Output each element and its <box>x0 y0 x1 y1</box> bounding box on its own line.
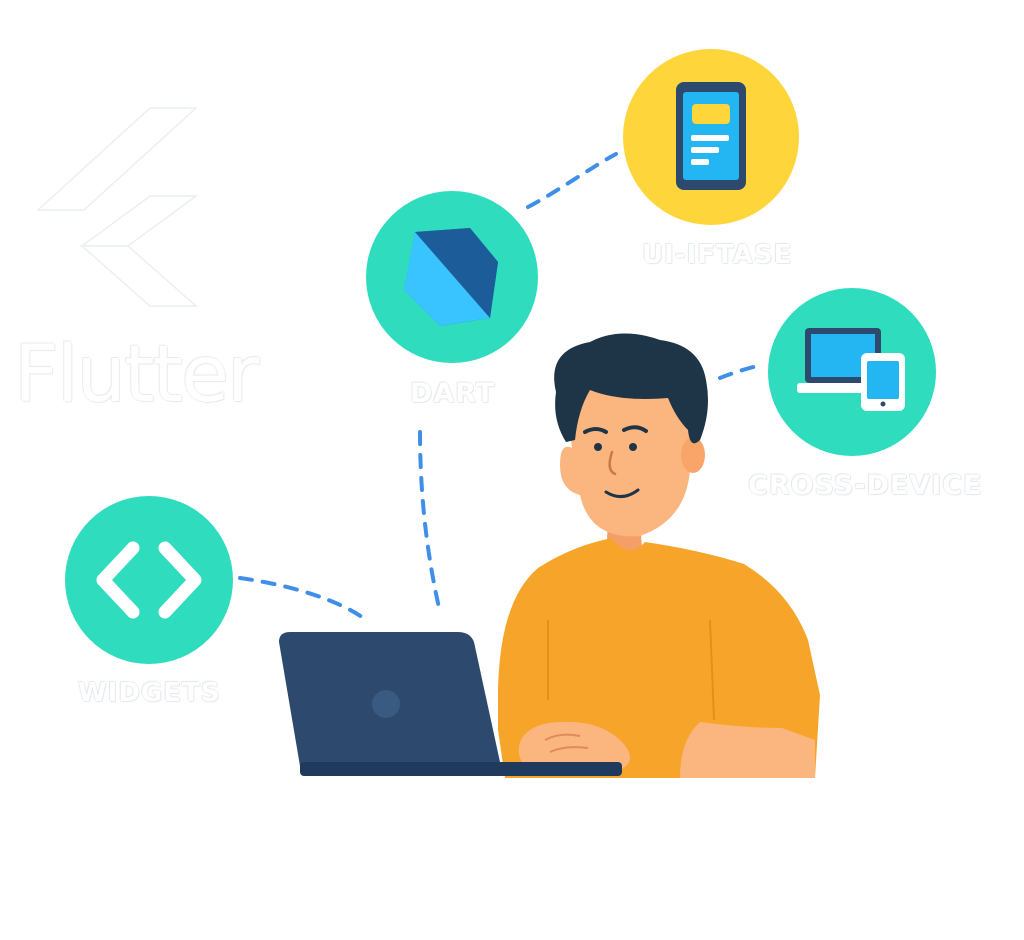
dart-logo-icon <box>404 228 498 326</box>
flutter-logo-icon <box>36 107 199 307</box>
code-brackets-icon <box>96 541 202 619</box>
phone-ui-icon <box>676 82 746 190</box>
laptop-phone-icon <box>797 328 905 411</box>
ui-phase-label: UI-IFTASE <box>642 240 793 270</box>
connector-lines <box>238 152 764 622</box>
shirt <box>498 538 820 778</box>
hand <box>518 721 630 770</box>
developer-person <box>498 333 820 778</box>
hair <box>554 333 708 444</box>
dart-label: DART <box>410 378 496 409</box>
laptop-base <box>300 762 622 776</box>
ui-phase-node <box>623 49 799 225</box>
cross-device-label: CROSS-DEVICE <box>748 470 983 501</box>
widgets-label: WIDGETS <box>78 678 221 708</box>
widgets-node <box>65 496 233 664</box>
laptop <box>279 632 622 776</box>
cross-device-node <box>768 288 936 456</box>
flutter-logo-text: Flutter <box>14 330 259 420</box>
face <box>560 362 692 537</box>
dart-node <box>366 191 538 363</box>
